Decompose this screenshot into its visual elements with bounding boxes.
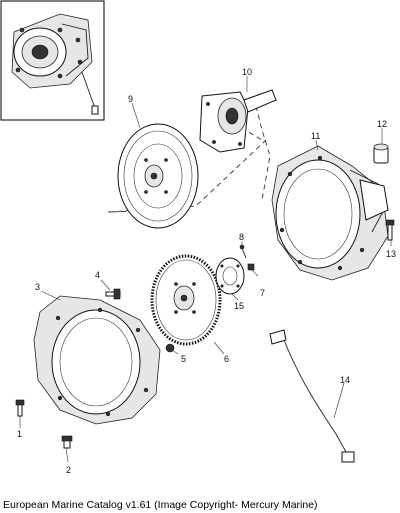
- callout-2: 2: [66, 465, 71, 475]
- sensor-part-14: [269, 329, 355, 463]
- callout-4: 4: [95, 270, 100, 280]
- callout-3: 3: [35, 282, 40, 292]
- flywheel-housing-part-11: [271, 145, 389, 281]
- bushing-part-12: [373, 143, 389, 164]
- callout-13: 13: [386, 249, 396, 259]
- callout-1: 1: [17, 429, 22, 439]
- callout-10: 10: [242, 67, 252, 77]
- spacer-plate-part-15: [215, 257, 245, 295]
- callout-12: 12: [377, 119, 387, 129]
- ring-gear-flywheel-part-6: [150, 254, 222, 346]
- callout-labels: 1 2 3 4 5 6 7 8 9 10 11 12 13 14 15: [17, 67, 396, 475]
- inset-engine-illustration: [11, 13, 99, 115]
- callout-11: 11: [311, 131, 320, 141]
- callout-7: 7: [260, 288, 265, 298]
- leader-lines: [19, 76, 392, 463]
- flywheel-part-9: [117, 123, 199, 229]
- catalog-caption: European Marine Catalog v1.61 (Image Cop…: [3, 499, 318, 511]
- callout-9: 9: [128, 94, 133, 104]
- bolt-part-2: [61, 435, 73, 449]
- bolt-part-7: [247, 263, 255, 271]
- callout-6: 6: [224, 354, 229, 364]
- bolt-part-4: [105, 288, 121, 300]
- bell-housing-part-3: [33, 295, 161, 425]
- callout-8: 8: [239, 232, 244, 242]
- bolt-part-13: [385, 219, 395, 241]
- bolt-part-1: [15, 399, 25, 417]
- callout-15: 15: [234, 301, 244, 311]
- locator-inset: [0, 0, 105, 121]
- bolt-part-8: [239, 244, 247, 259]
- callout-5: 5: [181, 354, 186, 364]
- callout-14: 14: [340, 375, 350, 385]
- drive-coupler-part-10: [199, 89, 277, 153]
